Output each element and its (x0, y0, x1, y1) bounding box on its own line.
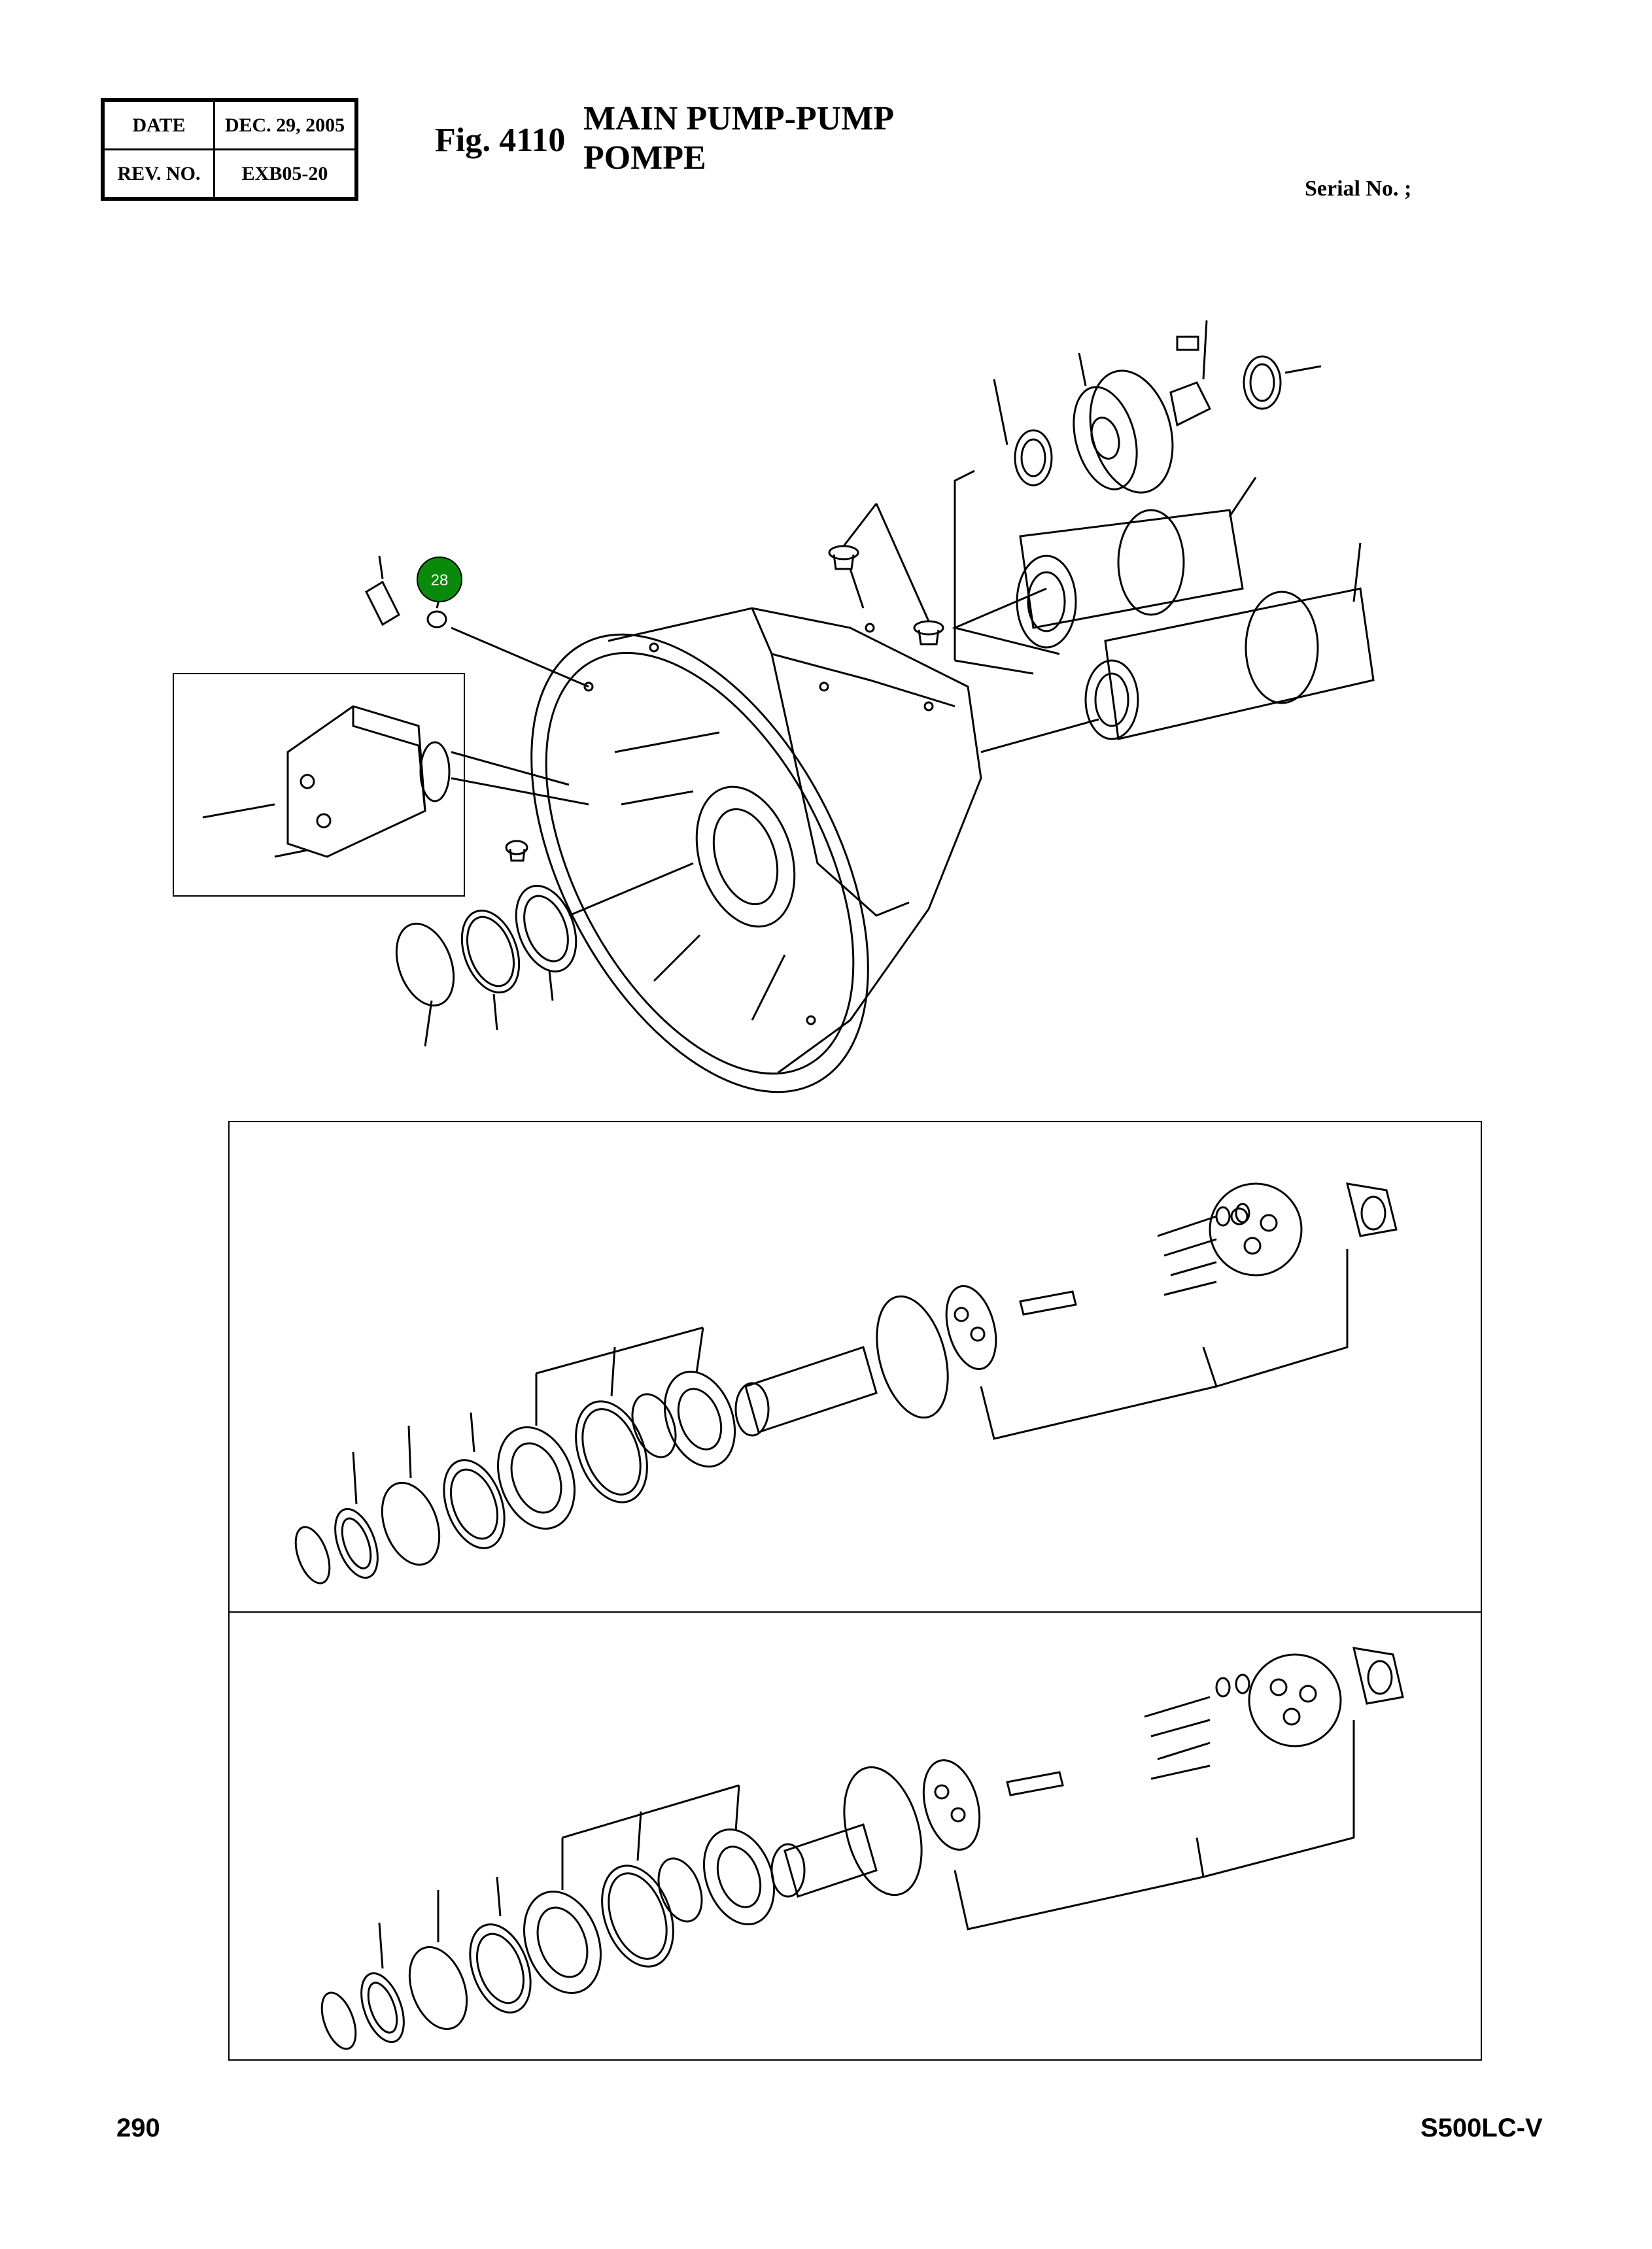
seal-ring-stack (395, 862, 694, 1047)
revision-table: DATE DEC. 29, 2005 REV. NO. EXB05-20 (101, 98, 358, 201)
figure-title-line1: MAIN PUMP-PUMP (583, 100, 895, 137)
callout-number: 28 (431, 572, 449, 589)
gear-pump-inset (173, 673, 589, 897)
plug-parts (505, 503, 944, 862)
date-label: DATE (101, 99, 215, 150)
drive-gear-shafts (952, 320, 1375, 753)
rotating-group-panel-2 (228, 1611, 1482, 2061)
callout-badge: 28 (417, 557, 462, 602)
figure-title: MAIN PUMP-PUMP POMPE (583, 99, 894, 178)
rev-label: REV. NO. (101, 148, 215, 200)
figure-number: Fig. 4110 (435, 122, 566, 159)
date-value: DEC. 29, 2005 (213, 99, 358, 150)
rev-value: EXB05-20 (213, 148, 358, 200)
model-number: S500LC-V (1420, 2114, 1543, 2142)
figure-title-line2: POMPE (583, 139, 706, 177)
serial-label: Serial No. ; (1305, 177, 1412, 201)
pump-housing (530, 607, 982, 1093)
page-number: 290 (116, 2114, 160, 2142)
rotating-group-panel-1 (228, 1121, 1482, 1613)
